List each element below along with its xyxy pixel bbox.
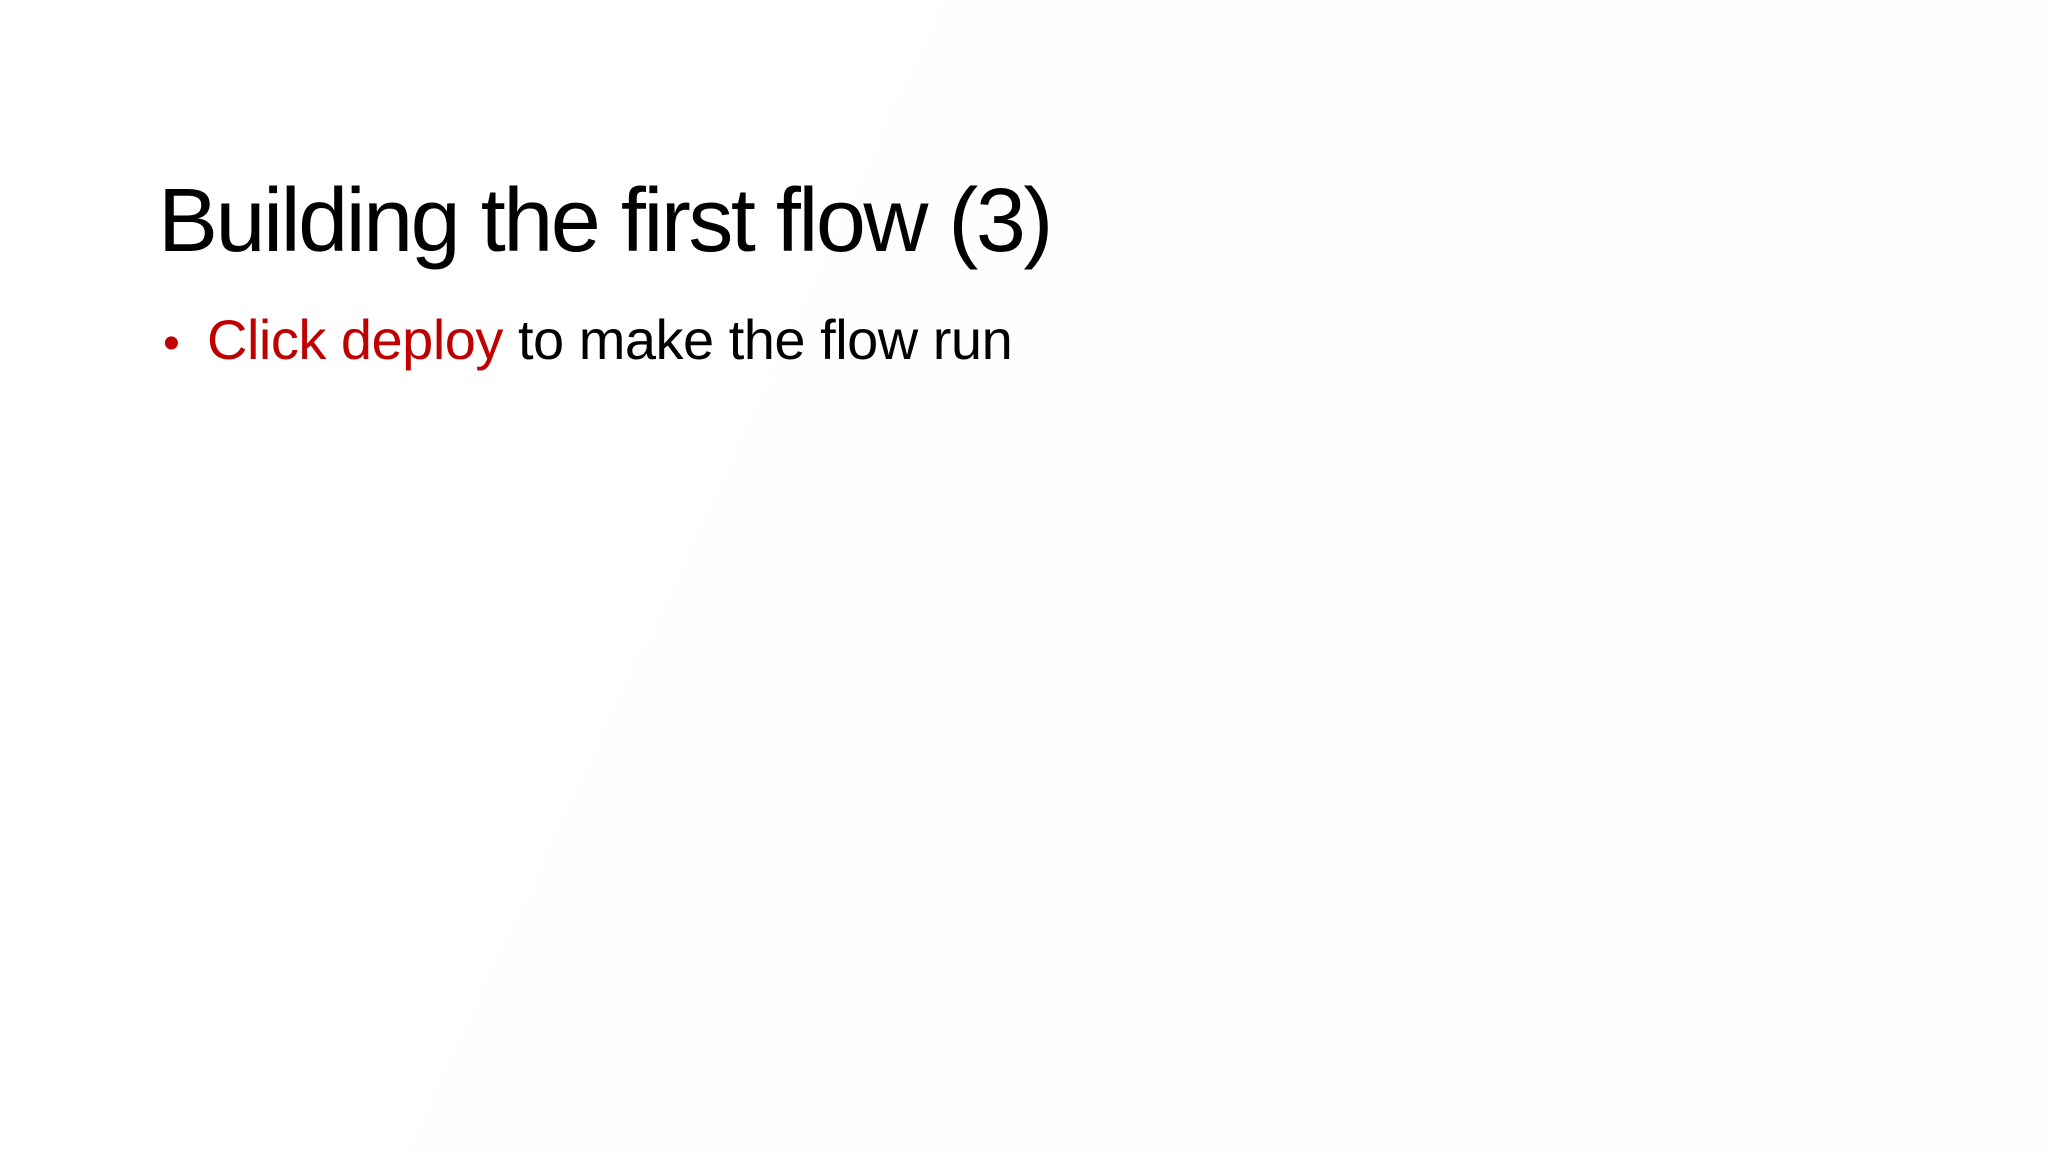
bullet-text: to make the flow run <box>517 308 1013 371</box>
bullet-marker-icon: • <box>163 317 180 370</box>
bullet-item: • Click deploy to make the flow run <box>163 306 1013 373</box>
bullet-text-highlight: Click deploy <box>207 308 518 371</box>
slide-title: Building the first flow (3) <box>158 171 1053 272</box>
